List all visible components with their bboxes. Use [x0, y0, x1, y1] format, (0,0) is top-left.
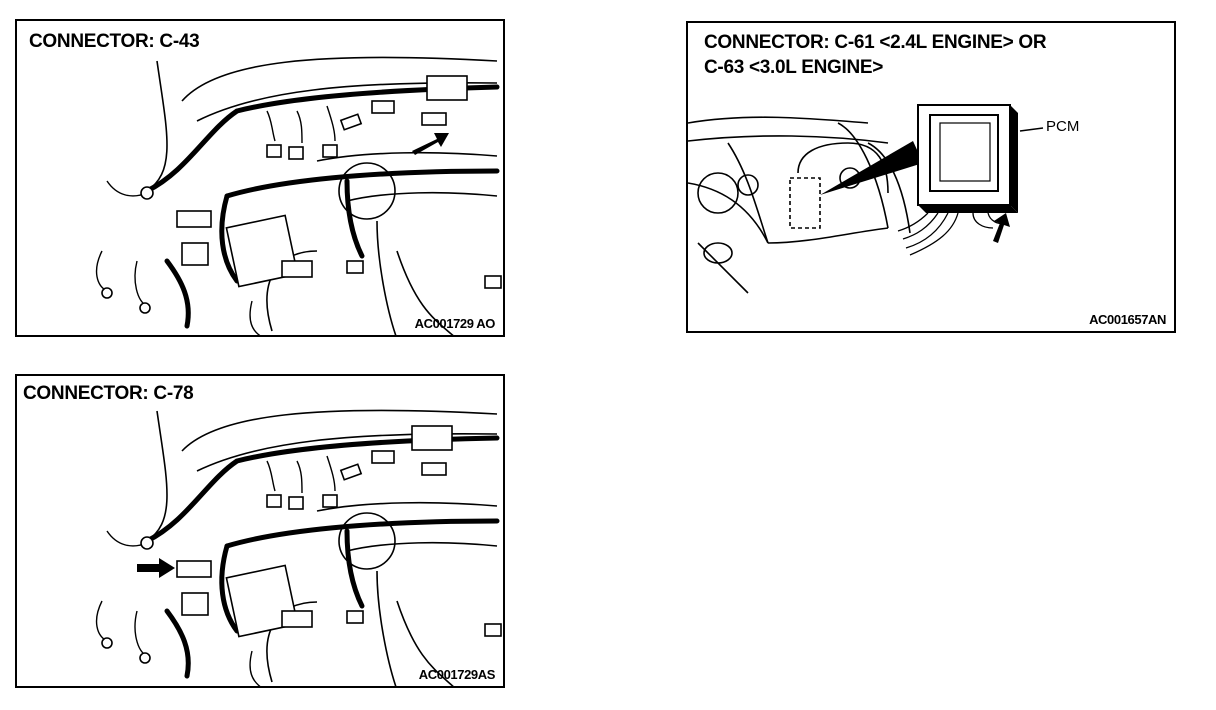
- pcm-callout-label: PCM: [1046, 118, 1080, 135]
- c43-harness-drawing: [95, 56, 502, 335]
- c78-harness-drawing: [95, 409, 502, 686]
- figure-code: AC001729AS: [418, 667, 496, 682]
- panel-title-line2: C-63 <3.0L ENGINE>: [704, 57, 884, 78]
- connector-c78-panel: CONNECTOR: C-78 AC001729AS: [15, 374, 505, 688]
- pcm-location-drawing: [688, 104, 1044, 294]
- panel-title-line1: CONNECTOR: C-61 <2.4L ENGINE> OR: [704, 32, 1047, 53]
- connector-c61-c63-panel: CONNECTOR: C-61 <2.4L ENGINE> OR C-63 <3…: [686, 21, 1176, 333]
- pcm-connector-arrow: [993, 213, 1010, 243]
- panel-title: CONNECTOR: C-78: [23, 383, 194, 404]
- figure-code: AC001657AN: [1089, 312, 1166, 327]
- panel-title: CONNECTOR: C-43: [29, 31, 200, 52]
- connector-c43-panel: CONNECTOR: C-43 AC001729 AO: [15, 19, 505, 337]
- c78-location-arrow: [137, 558, 175, 578]
- c43-location-arrow: [412, 133, 449, 155]
- figure-code: AC001729 AO: [414, 316, 496, 331]
